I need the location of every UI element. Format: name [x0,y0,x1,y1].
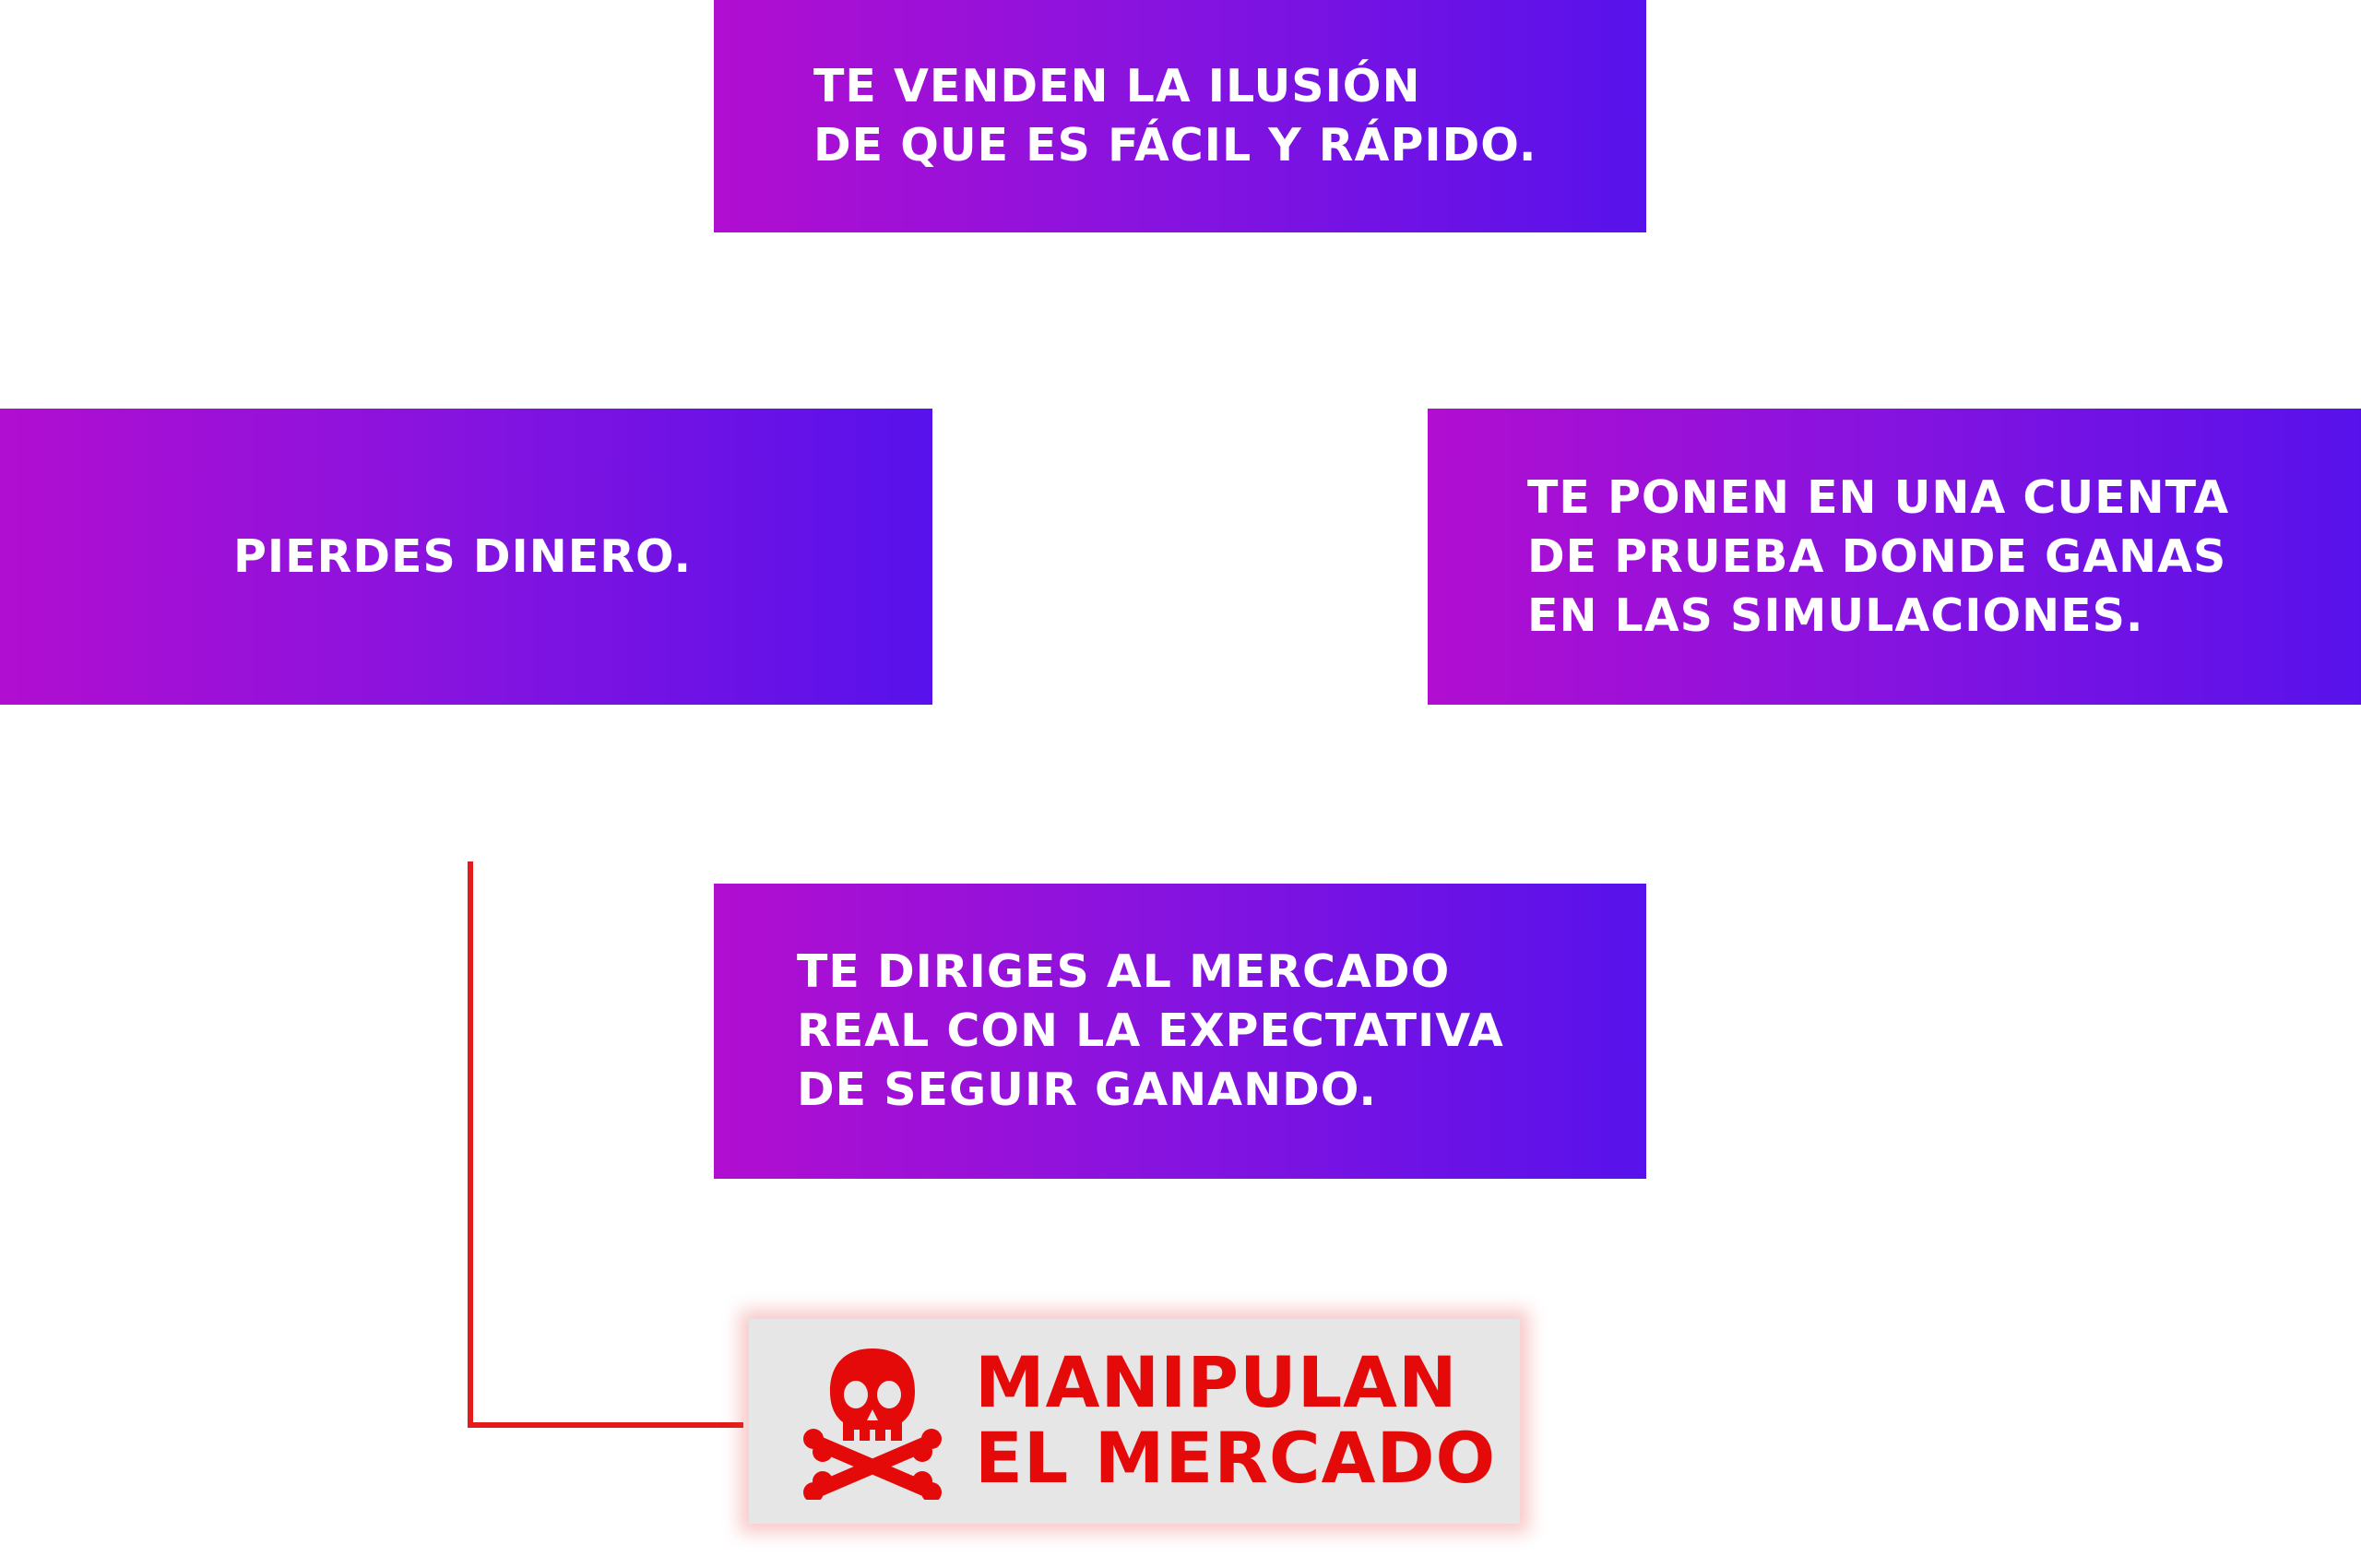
step-text-line: TE VENDEN LA ILUSIÓN [813,60,1421,113]
step-box-demo-account: TE PONEN EN UNA CUENTA DE PRUEBA DONDE G… [1428,409,2361,705]
alert-text: MANIPULAN EL MERCADO [975,1345,1496,1496]
step-text-line: TE PONEN EN UNA CUENTA [1527,470,2230,524]
alert-box: MANIPULAN EL MERCADO [749,1319,1520,1524]
alert-text-line: MANIPULAN [975,1341,1458,1423]
step-text-line: TE DIRIGES AL MERCADO [797,945,1451,998]
step-box-real-market: TE DIRIGES AL MERCADO REAL CON LA EXPECT… [714,884,1646,1179]
step-text-line: DE SEGUIR GANANDO. [797,1063,1377,1116]
connector-path [468,861,743,1428]
step-text: TE DIRIGES AL MERCADO REAL CON LA EXPECT… [797,943,1504,1120]
step-box-illusion: TE VENDEN LA ILUSIÓN DE QUE ES FÁCIL Y R… [714,0,1646,232]
alert-text-line: EL MERCADO [975,1417,1497,1499]
step-box-lose-money: PIERDES DINERO. [0,409,932,705]
step-text: TE PONEN EN UNA CUENTA DE PRUEBA DONDE G… [1527,469,2229,646]
step-text-line: DE PRUEBA DONDE GANAS [1527,529,2227,583]
step-text: TE VENDEN LA ILUSIÓN DE QUE ES FÁCIL Y R… [813,57,1536,175]
skull-crossbones-icon [803,1348,942,1500]
step-text-line: REAL CON LA EXPECTATIVA [797,1004,1504,1057]
step-text-line: PIERDES DINERO. [233,529,693,583]
step-text-line: EN LAS SIMULACIONES. [1527,588,2144,642]
step-text: PIERDES DINERO. [233,528,692,587]
step-text-line: DE QUE ES FÁCIL Y RÁPIDO. [813,119,1537,172]
